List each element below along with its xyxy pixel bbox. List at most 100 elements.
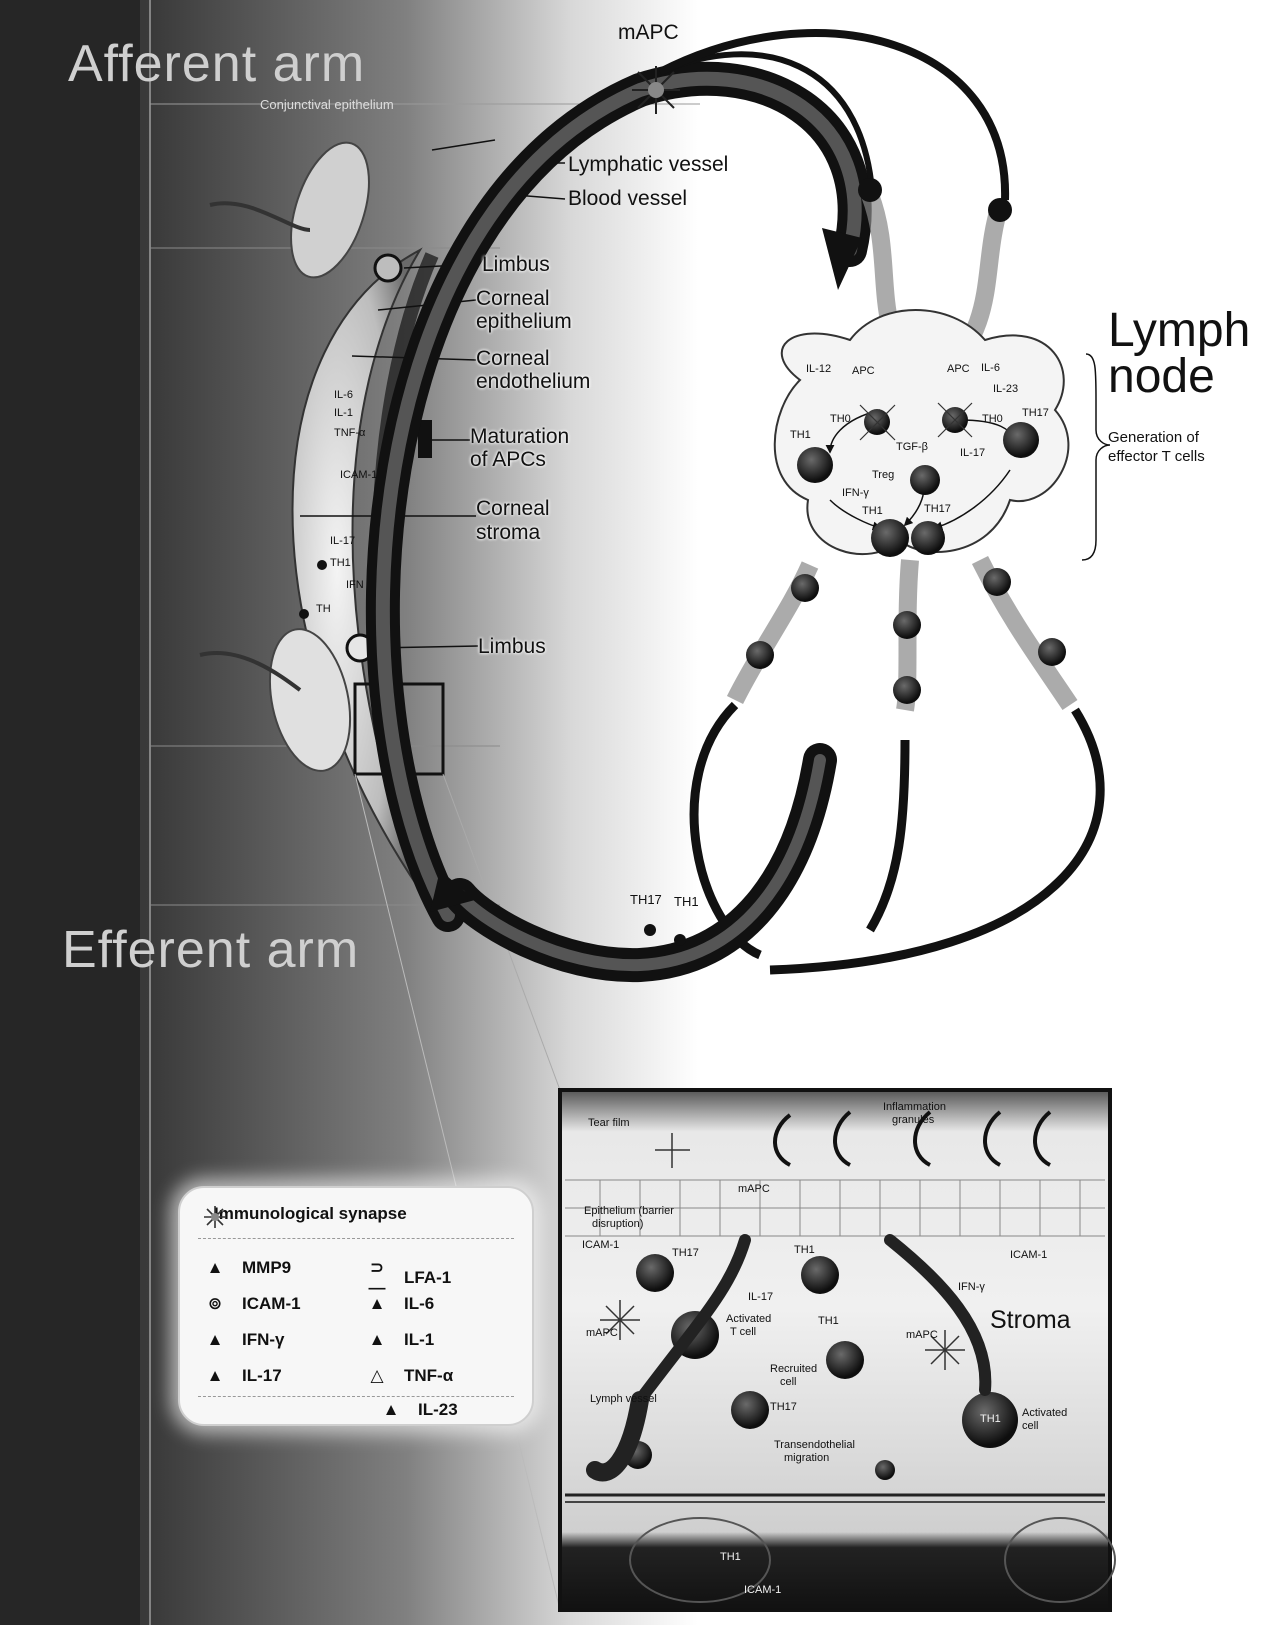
- inset-mapc-right-label: mAPC: [906, 1330, 938, 1341]
- receptor-icon: ⊃—: [366, 1258, 388, 1298]
- triangle-icon: ▲: [204, 1366, 226, 1386]
- node-treg-label: Treg: [872, 470, 894, 481]
- legend-synapse-row: Immunological synapse: [202, 1204, 407, 1224]
- inset-transendothelial-line1: Transendothelial: [774, 1440, 855, 1451]
- afferent-arm-title: Afferent arm: [68, 38, 365, 90]
- legend-item-lfa1: ⊃— LFA-1: [366, 1258, 451, 1298]
- node-th1-label: TH1: [790, 430, 811, 441]
- legend-label: IL-1: [404, 1330, 434, 1350]
- node-th0-right-label: TH0: [982, 414, 1003, 425]
- maturation-label-line1: Maturation: [470, 426, 569, 447]
- limbus-top-label: Limbus: [482, 254, 550, 275]
- legend-divider-bottom: [198, 1396, 514, 1397]
- vessel-th17-label: TH17: [630, 893, 662, 906]
- inset-ifng-label: IFN-γ: [958, 1282, 985, 1293]
- corneal-endothelium-label-line1: Corneal: [476, 348, 550, 369]
- eye-ifn-label: IFN: [346, 580, 364, 591]
- mapc-label: mAPC: [618, 22, 679, 43]
- eye-tnf-label: TNF-α: [334, 428, 365, 439]
- triangle-icon: ▲: [204, 1330, 226, 1350]
- legend-label: ICAM-1: [242, 1294, 301, 1314]
- triangle-icon: ▲: [380, 1400, 402, 1420]
- legend-label: IL-23: [418, 1400, 458, 1420]
- legend-label: LFA-1: [404, 1268, 451, 1288]
- node-il17-label: IL-17: [960, 448, 985, 459]
- lymph-node-title-line1: Lymph: [1108, 308, 1250, 354]
- inset-recruited-cell-line1: Recruited: [770, 1364, 817, 1375]
- legend-label: TNF-α: [404, 1366, 453, 1386]
- inset-recruited-cell-line2: cell: [780, 1377, 797, 1388]
- triangle-icon: ▲: [366, 1294, 388, 1314]
- inset-th17-top-label: TH17: [672, 1248, 699, 1259]
- node-tgfb-label: TGF-β: [896, 442, 928, 453]
- triangle-icon: ▲: [366, 1330, 388, 1350]
- inset-icam-left-label: ICAM-1: [582, 1240, 619, 1251]
- inset-mapc-left-label: mAPC: [586, 1328, 618, 1339]
- inset-epithelium-barrier-line2: disruption): [592, 1219, 643, 1230]
- inset-tear-film-label: Tear film: [588, 1118, 630, 1129]
- inset-icam-right-label: ICAM-1: [1010, 1250, 1047, 1261]
- node-apc-right-label: APC: [947, 364, 970, 375]
- eye-il6-label: IL-6: [334, 390, 353, 401]
- node-th1-bottom-label: TH1: [862, 506, 883, 517]
- legend-item-ifng: ▲ IFN-γ: [204, 1330, 285, 1350]
- efferent-arm-title: Efferent arm: [62, 924, 359, 976]
- inset-th1-vessel-label: TH1: [720, 1552, 741, 1563]
- node-il23-label: IL-23: [993, 384, 1018, 395]
- ring-icon: ⊚: [204, 1294, 226, 1314]
- node-ifng-label: IFN-γ: [842, 488, 869, 499]
- eye-icam1-label: ICAM-1: [340, 470, 377, 481]
- node-il6-label: IL-6: [981, 363, 1000, 374]
- inset-th1-activated-label: TH1: [980, 1414, 1001, 1425]
- corneal-stroma-label-line2: stroma: [476, 522, 540, 543]
- corneal-endothelium-label-line2: endothelium: [476, 371, 590, 392]
- node-apc-left-label: APC: [852, 366, 875, 377]
- legend-synapse-label: Immunological synapse: [214, 1204, 407, 1224]
- node-il12-label: IL-12: [806, 364, 831, 375]
- open-triangle-icon: △: [366, 1366, 388, 1386]
- triangle-icon: ▲: [204, 1258, 226, 1278]
- legend-label: MMP9: [242, 1258, 291, 1278]
- conjunctival-epithelium-label: Conjunctival epithelium: [260, 98, 394, 111]
- node-th0-left-label: TH0: [830, 414, 851, 425]
- vessel-th1-label: TH1: [674, 895, 699, 908]
- lymph-node-title: Lymph node: [1108, 308, 1250, 400]
- lymphatic-vessel-label: Lymphatic vessel: [568, 154, 728, 175]
- legend-item-il6: ▲ IL-6: [366, 1294, 434, 1314]
- lymph-node-subtitle-line2: effector T cells: [1108, 447, 1205, 466]
- lymph-node-title-line2: node: [1108, 354, 1250, 400]
- legend-item-mmp9: ▲ MMP9: [204, 1258, 291, 1278]
- inset-th17-lower-label: TH17: [770, 1402, 797, 1413]
- inset-activated-cell-line1: Activated: [1022, 1408, 1067, 1419]
- legend-item-il17: ▲ IL-17: [204, 1366, 282, 1386]
- legend-box: Immunological synapse ▲ MMP9 ⊃— LFA-1 ⊚ …: [178, 1186, 534, 1426]
- corneal-epithelium-label-line1: Corneal: [476, 288, 550, 309]
- node-th17-right-label: TH17: [1022, 408, 1049, 419]
- inset-th1-top-label: TH1: [794, 1245, 815, 1256]
- legend-item-icam1: ⊚ ICAM-1: [204, 1294, 301, 1314]
- inset-mapc-top-label: mAPC: [738, 1184, 770, 1195]
- inset-th1-mid-label: TH1: [818, 1316, 839, 1327]
- legend-item-il1: ▲ IL-1: [366, 1330, 434, 1350]
- legend-item-tnfa: △ TNF-α: [366, 1366, 453, 1386]
- limbus-bottom-label: Limbus: [478, 636, 546, 657]
- maturation-label-line2: of APCs: [470, 449, 546, 470]
- inset-epithelium-barrier-line1: Epithelium (barrier: [584, 1206, 674, 1217]
- eye-il1-label: IL-1: [334, 408, 353, 419]
- legend-item-il23: ▲ IL-23: [380, 1400, 458, 1420]
- legend-label: IL-6: [404, 1294, 434, 1314]
- legend-divider-top: [198, 1238, 514, 1239]
- inset-stroma-label: Stroma: [990, 1308, 1071, 1333]
- lymph-node-subtitle-line1: Generation of: [1108, 428, 1205, 447]
- lymph-node-subtitle: Generation of effector T cells: [1108, 428, 1205, 466]
- inset-lymph-vessel-label: Lymph vessel: [590, 1394, 657, 1405]
- inset-activated-cell-line2: cell: [1022, 1421, 1039, 1432]
- inset-activated-t-cell-line1: Activated: [726, 1314, 771, 1325]
- eye-th-label: TH: [316, 604, 331, 615]
- inset-activated-t-cell-line2: T cell: [730, 1327, 756, 1338]
- inset-inflammation-granules-line1: Inflammation: [883, 1102, 946, 1113]
- inset-il17-label: IL-17: [748, 1292, 773, 1303]
- blood-vessel-label: Blood vessel: [568, 188, 687, 209]
- corneal-epithelium-label-line2: epithelium: [476, 311, 572, 332]
